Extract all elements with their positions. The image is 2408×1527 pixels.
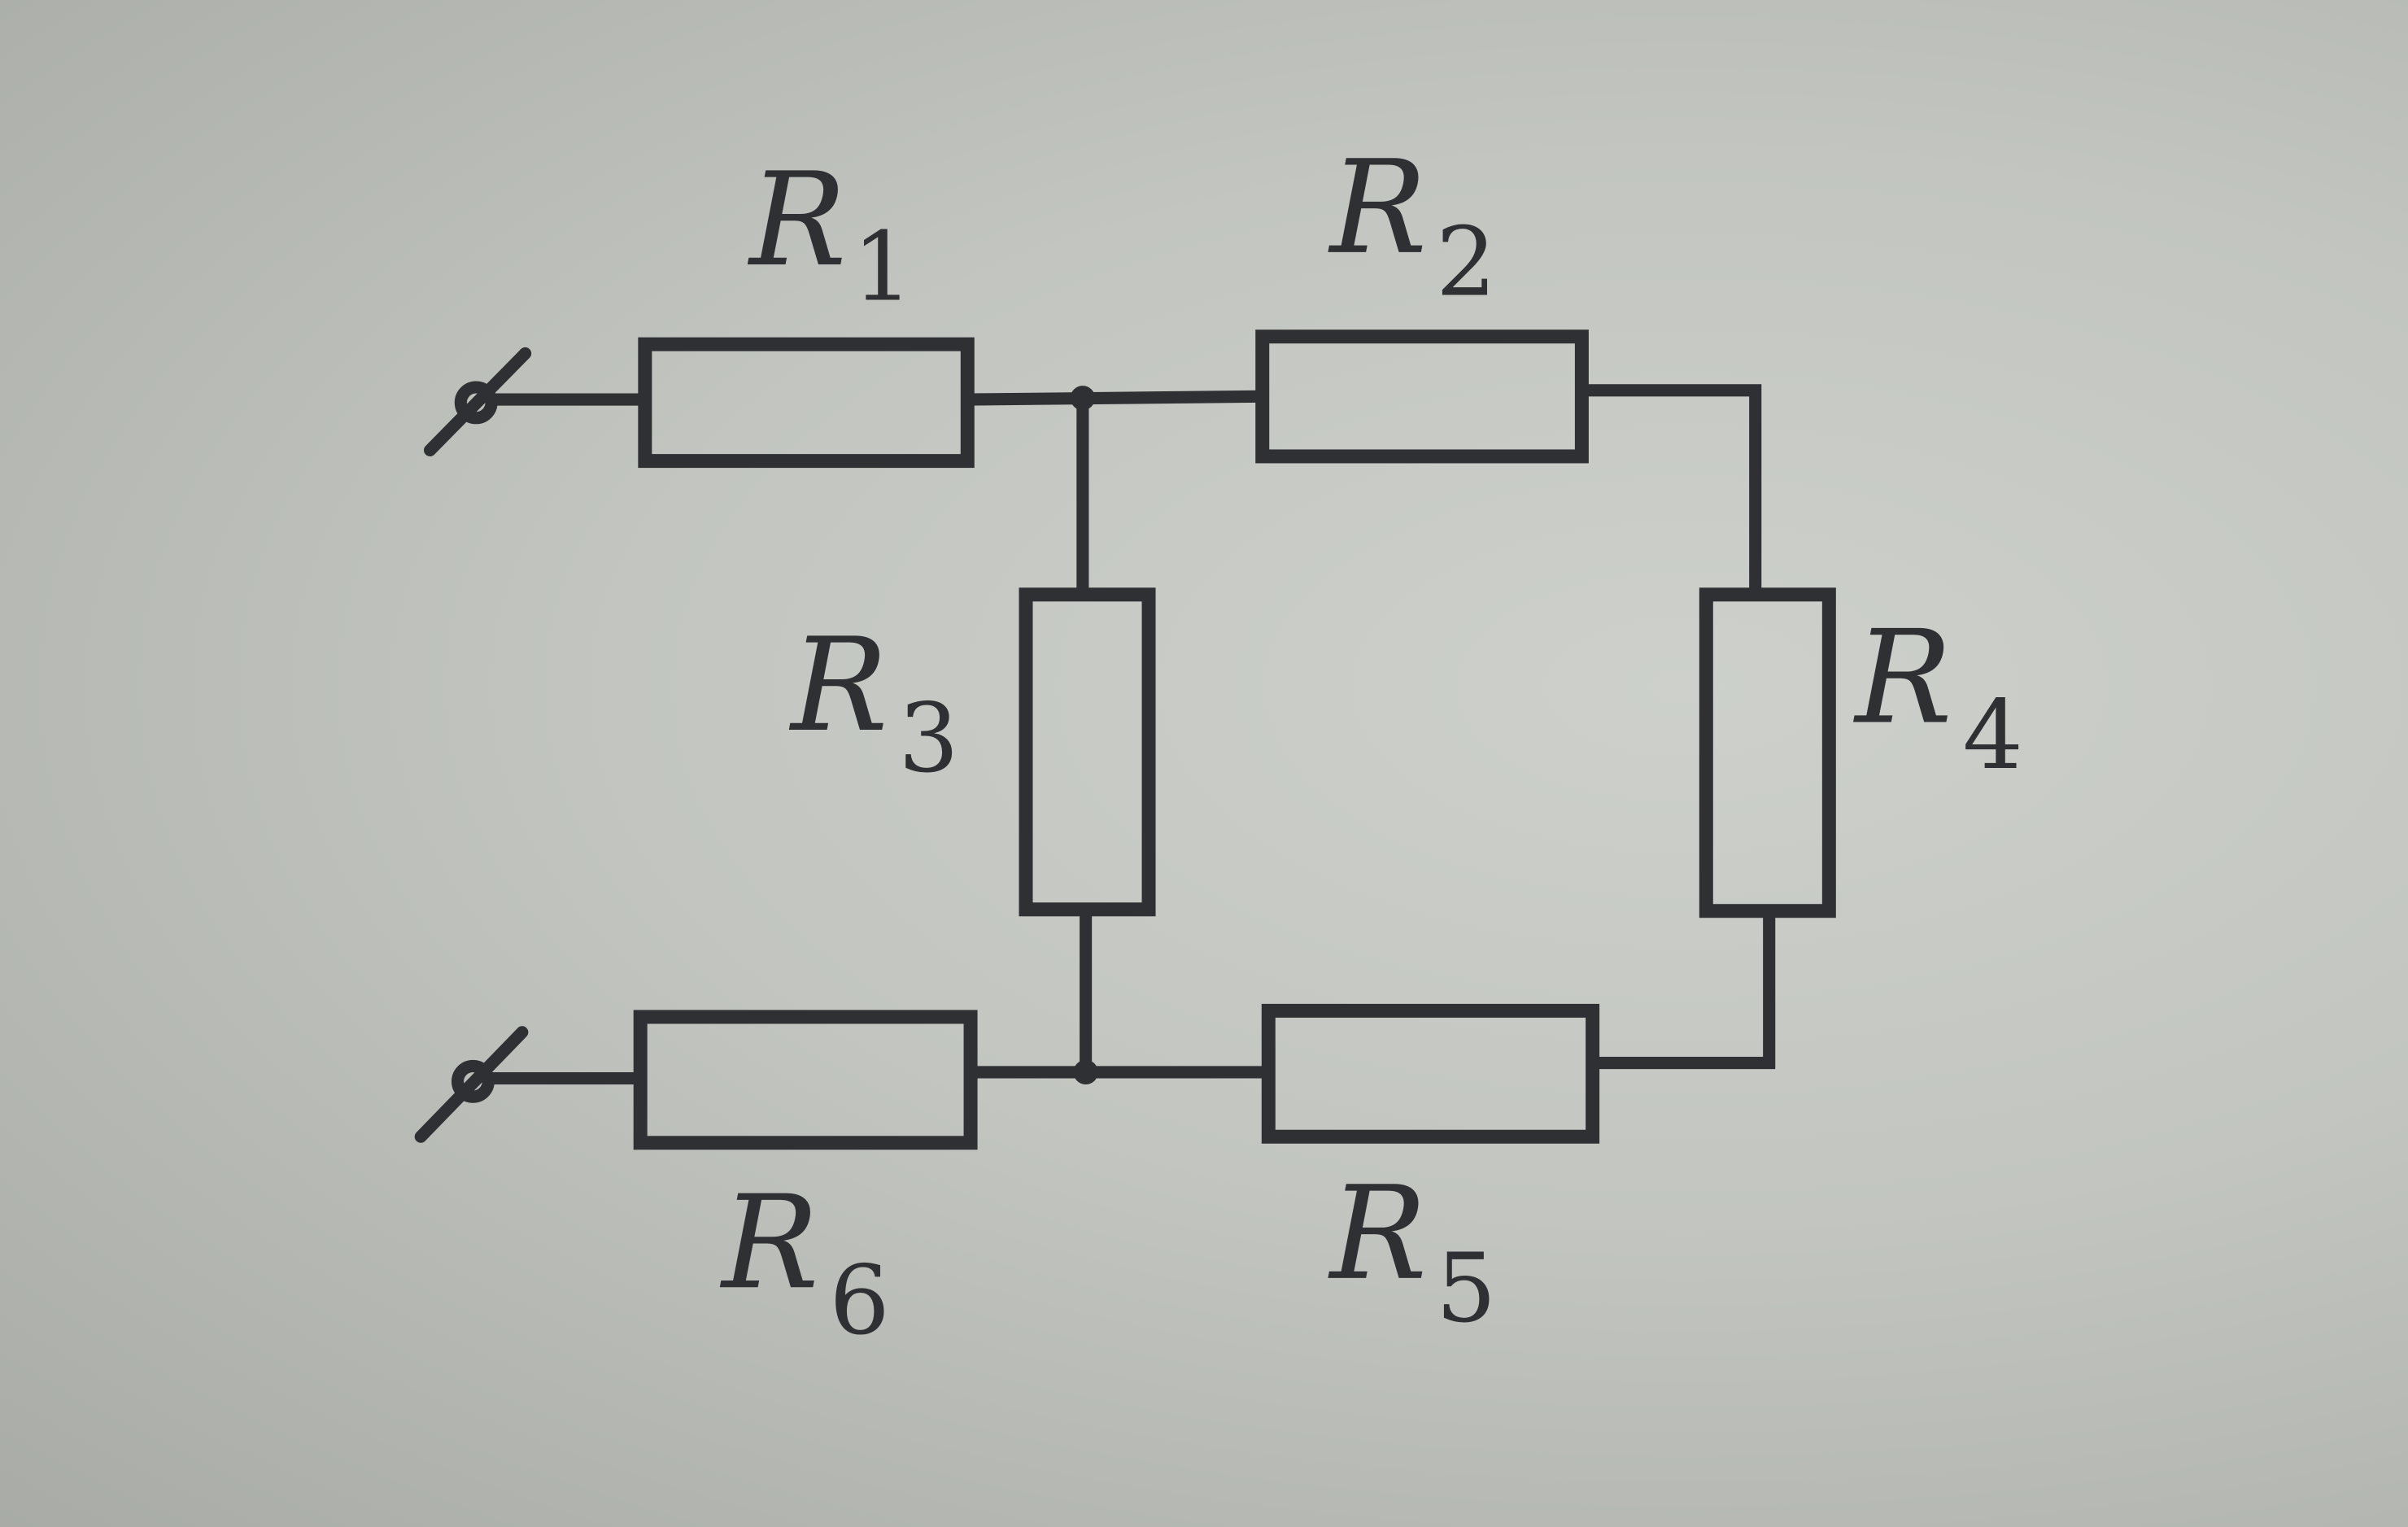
resistor-r2 xyxy=(1255,329,1589,464)
label-r5: R 5 xyxy=(1328,1159,1497,1344)
junction-bottom xyxy=(1073,1059,1098,1085)
label-r2: R 2 xyxy=(1328,133,1497,318)
svg-text:R: R xyxy=(747,146,846,295)
svg-text:3: 3 xyxy=(898,683,958,794)
resistor-r6 xyxy=(633,1010,978,1150)
resistor-r5 xyxy=(1261,1003,1600,1144)
svg-text:4: 4 xyxy=(1963,679,2023,791)
wires xyxy=(482,384,1776,1085)
svg-text:2: 2 xyxy=(1436,207,1496,318)
label-r3: R 3 xyxy=(788,611,959,794)
junction-top xyxy=(1070,386,1095,411)
svg-text:R: R xyxy=(719,1168,818,1318)
svg-text:R: R xyxy=(1328,1159,1427,1309)
svg-text:R: R xyxy=(1852,604,1952,753)
svg-text:R: R xyxy=(1328,133,1427,283)
label-r1: R 1 xyxy=(747,146,913,322)
label-r4: R 4 xyxy=(1852,604,2023,792)
svg-text:5: 5 xyxy=(1436,1233,1496,1344)
resistor-r4 xyxy=(1699,587,1836,918)
svg-text:6: 6 xyxy=(829,1245,889,1356)
resistor-r3 xyxy=(1019,587,1156,917)
svg-text:R: R xyxy=(788,611,888,761)
label-r6: R 6 xyxy=(719,1168,890,1356)
svg-text:1: 1 xyxy=(853,211,913,322)
resistor-r1 xyxy=(638,337,975,469)
